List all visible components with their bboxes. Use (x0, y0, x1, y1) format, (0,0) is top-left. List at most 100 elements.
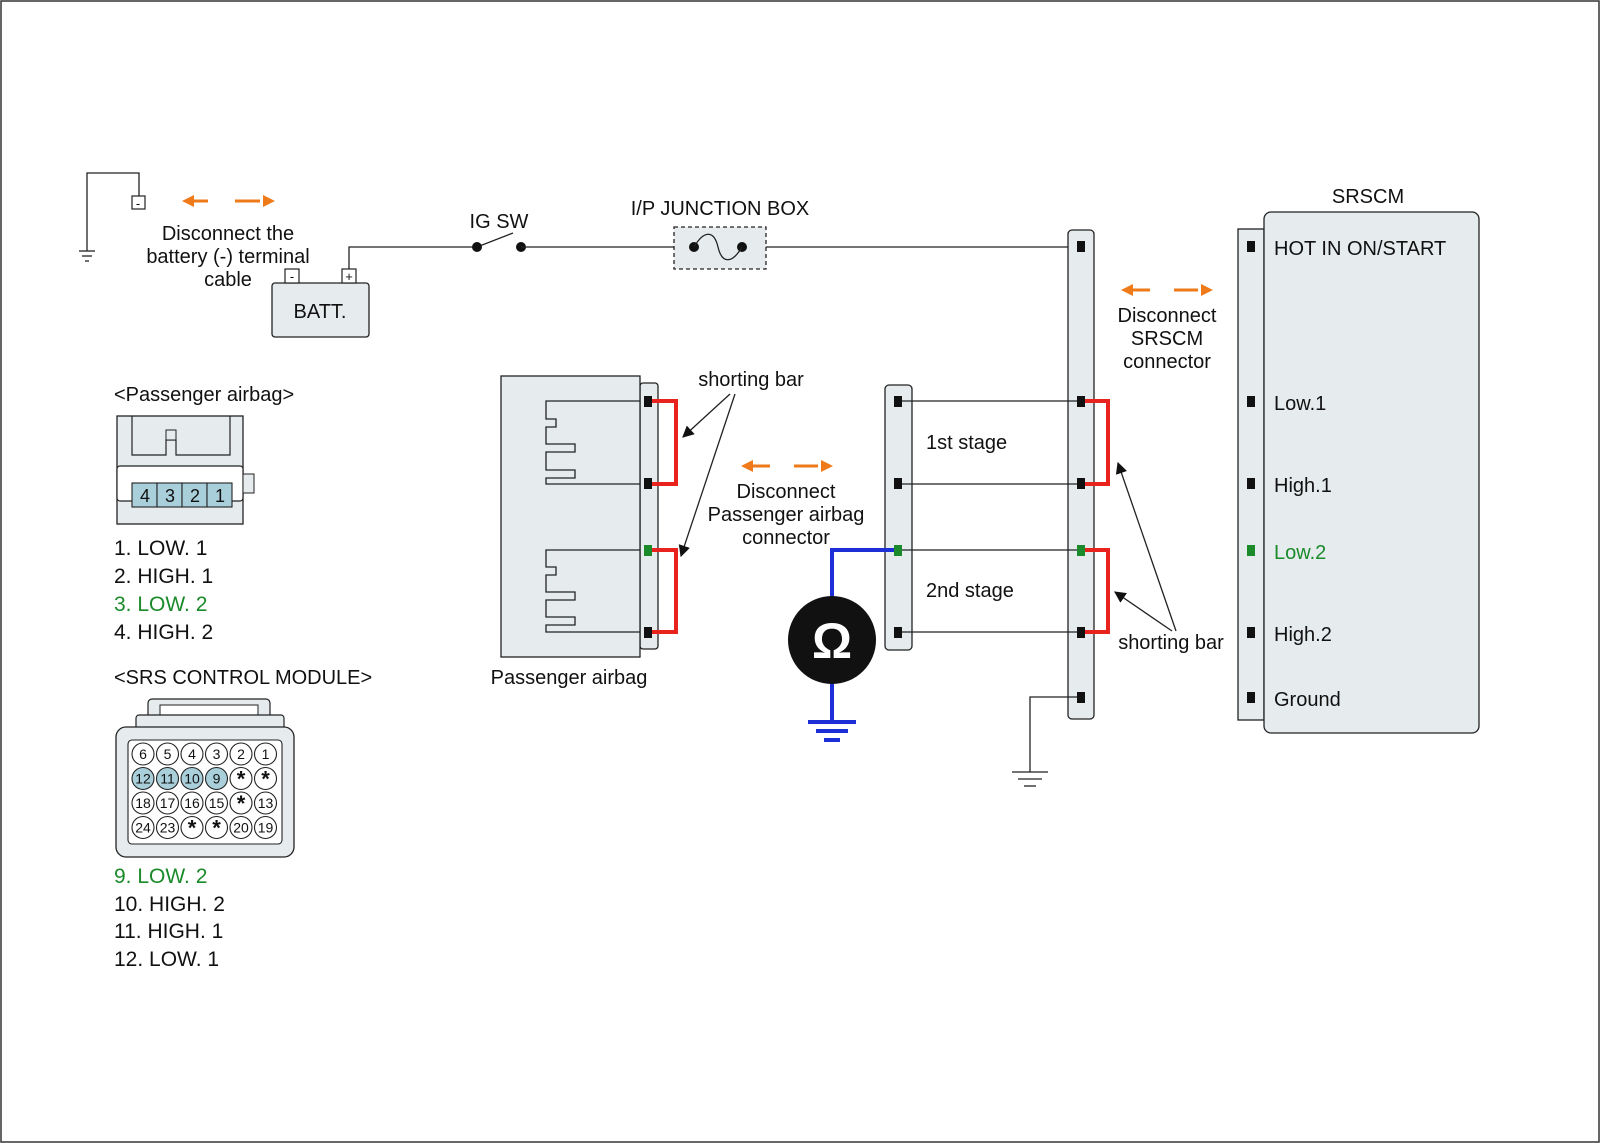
main-power-wire (348, 232, 1081, 269)
srscm-body (1263, 211, 1480, 734)
disconnect-airbag-arrows (741, 460, 833, 472)
disconnect-battery-line2: battery (-) terminal (146, 246, 309, 268)
srscm-pin-ground: Ground (1274, 689, 1341, 711)
srs-pin-desc-9: 9. LOW. 2 (114, 865, 207, 888)
srscm-pin-low2: Low.2 (1274, 542, 1326, 564)
airbag-connector-strip (639, 382, 659, 650)
srs-pin-cell (204, 815, 229, 840)
shorting-bar-top-arrows (678, 393, 736, 558)
srs-pin-cell (180, 742, 204, 766)
passenger-pin-desc-1: 1. LOW. 1 (114, 537, 207, 560)
srscm-pin-high2: High.2 (1274, 624, 1332, 646)
terminal-minus-label: - (136, 196, 140, 211)
passenger-pin-1: 1 (215, 486, 225, 506)
srs-pin-label: 12 (135, 771, 151, 787)
srs-pin-cell (131, 815, 155, 840)
srs-pin-label: 13 (258, 795, 274, 811)
srs-pin-cell (253, 791, 278, 815)
srscm-connector-strip (1237, 228, 1265, 721)
ig-switch-label: IG SW (470, 211, 529, 233)
srs-pin-cell (180, 766, 204, 791)
airbag-connector-pins (644, 396, 652, 638)
srscm-harness-connector (1067, 229, 1095, 720)
srs-pin-label: 17 (160, 795, 176, 811)
srs-pin-cell (253, 742, 278, 766)
srs-pin-label: 19 (258, 820, 274, 836)
batt-minus-label: - (290, 269, 294, 284)
srs-pin-cell (180, 815, 204, 840)
srs-pin-label: 18 (135, 795, 151, 811)
srs-pin-desc-12: 12. LOW. 1 (114, 948, 219, 971)
disconnect-srscm-arrows (1121, 284, 1213, 296)
battery-ground-terminal: - (79, 172, 146, 262)
srs-pin-desc-11: 11. HIGH. 1 (114, 920, 223, 943)
shorting-bar-right-arrows (1114, 461, 1177, 632)
srs-pin-label: 9 (213, 771, 221, 787)
shorting-bar-airbag-side (652, 399, 678, 634)
stage2-label: 2nd stage (926, 580, 1014, 602)
srscm-pin-hot: HOT IN ON/START (1274, 238, 1446, 260)
junction-box-label: I/P JUNCTION BOX (631, 198, 810, 220)
srs-pin-cell (204, 766, 229, 791)
battery-label: BATT. (294, 301, 347, 323)
srs-pin-cell (131, 742, 155, 766)
srs-pin-label: 15 (209, 795, 225, 811)
disconnect-airbag-line1: Disconnect (737, 481, 836, 503)
srs-pin-label: * (212, 816, 221, 841)
srs-pin-cell (229, 791, 253, 815)
disconnect-srscm-line1: Disconnect (1118, 305, 1217, 327)
airbag-harness-connector (884, 384, 913, 651)
shorting-bar-label-right: shorting bar (1118, 632, 1224, 654)
srscm-title: SRSCM (1332, 186, 1404, 208)
srs-pin-cell (204, 791, 229, 815)
passenger-pin-desc-4: 4. HIGH. 2 (114, 621, 213, 644)
srs-pin-label: 16 (184, 795, 200, 811)
srscm-pin-high1: High.1 (1274, 475, 1332, 497)
shorting-bar-srscm-side (1085, 399, 1110, 634)
disconnect-srscm-line2: SRSCM (1131, 328, 1203, 350)
srscm-pins (1247, 241, 1255, 703)
srs-pin-label: 10 (184, 771, 200, 787)
airbag-harness-pins (894, 396, 902, 638)
passenger-pin-2: 2 (190, 486, 200, 506)
passenger-pin-4: 4 (140, 486, 150, 506)
disconnect-battery-arrows (182, 195, 275, 207)
ohmmeter: Ω (788, 548, 894, 742)
harness-connector-pins (1077, 241, 1085, 703)
legend-srs-title: <SRS CONTROL MODULE> (114, 667, 372, 689)
srs-pin-cell (180, 791, 204, 815)
srs-pin-cell (155, 791, 180, 815)
srs-pin-cell (229, 815, 253, 840)
batt-plus-label: + (345, 269, 353, 284)
disconnect-srscm-line3: connector (1123, 351, 1211, 373)
srs-pin-cell (204, 742, 229, 766)
passenger-connector-face (116, 415, 255, 525)
srs-pin-cell (229, 766, 253, 791)
disconnect-airbag-line2: Passenger airbag (708, 504, 865, 526)
srs-pin-label: 4 (188, 746, 196, 762)
airbag-squib-symbols (545, 400, 640, 633)
srs-pin-label: 23 (160, 820, 176, 836)
srs-pin-desc-10: 10. HIGH. 2 (114, 893, 225, 916)
srs-pin-cell (131, 791, 155, 815)
shorting-bar-label-top: shorting bar (698, 369, 804, 391)
srs-pin-label: 20 (233, 820, 249, 836)
srs-pin-label: 1 (262, 746, 270, 762)
srs-pin-cell (155, 815, 180, 840)
srs-pin-label: 11 (160, 771, 175, 787)
srs-pin-label: * (261, 767, 270, 792)
srs-pin-label: * (237, 767, 246, 792)
srs-pin-label: 24 (135, 820, 151, 836)
srs-pin-cell (155, 766, 180, 791)
srs-pin-label: 6 (139, 746, 147, 762)
srs-pin-label: 2 (237, 746, 245, 762)
legend-passenger-title: <Passenger airbag> (114, 384, 294, 406)
passenger-pin-desc-3: 3. LOW. 2 (114, 593, 207, 616)
srs-pin-label: * (237, 791, 246, 816)
passenger-pin-3: 3 (165, 486, 175, 506)
srs-pin-cell (253, 766, 278, 791)
srs-pin-label: 3 (213, 746, 221, 762)
